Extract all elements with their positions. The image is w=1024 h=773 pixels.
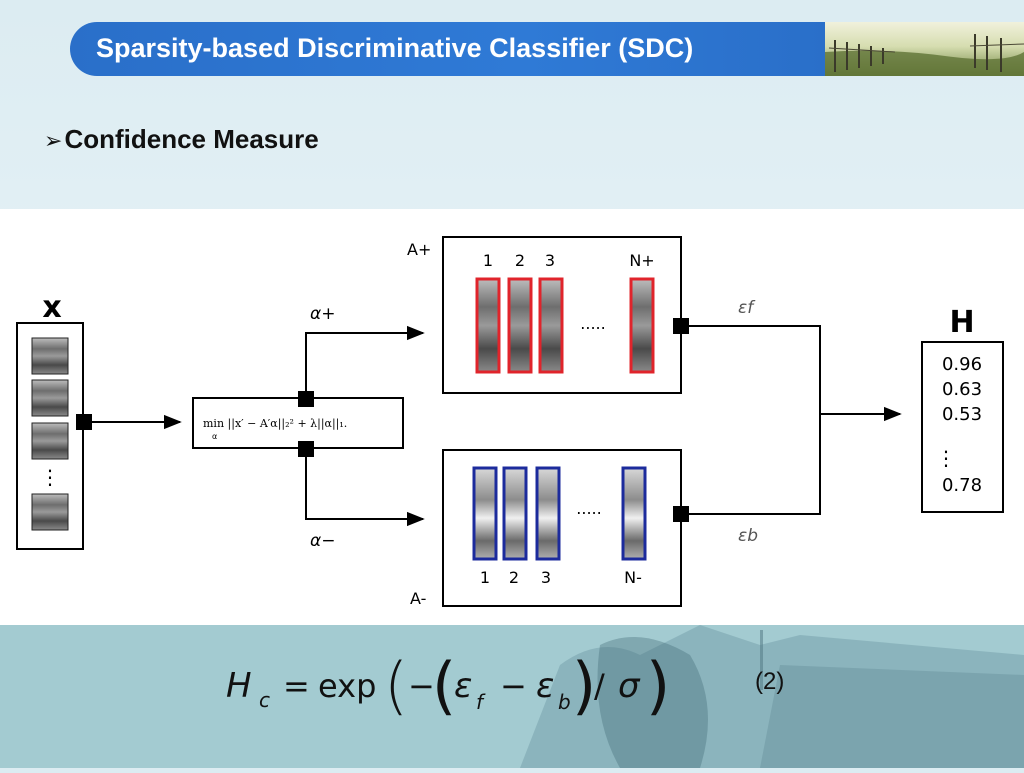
min-subscript: α — [212, 432, 217, 441]
x-input-patches: ⋮ — [31, 337, 69, 531]
a-plus-label: A+ — [407, 240, 431, 259]
x-label: x — [42, 290, 61, 325]
h-value-n: 0.78 — [942, 475, 982, 496]
neg-template-1 — [472, 466, 498, 561]
eps-b-line — [689, 414, 821, 515]
formula-sigma: σ — [618, 666, 641, 706]
pos-dots: ..... — [580, 314, 605, 333]
formula-sub-b: b — [558, 690, 571, 714]
neg-output-node — [673, 506, 689, 522]
neg-index-n: N- — [624, 568, 642, 587]
eps-f-label: εf — [738, 298, 756, 318]
formula-h: H — [226, 666, 252, 706]
pos-index-3: 3 — [545, 251, 555, 270]
pos-template-3 — [538, 277, 564, 374]
input-patch-2 — [31, 379, 69, 417]
formula-minus-2: − — [500, 667, 527, 705]
formula-paren-open-inner: ( — [432, 649, 456, 722]
neg-index-3: 3 — [541, 568, 551, 587]
negative-template-columns — [472, 466, 647, 561]
alpha-plus-label: α+ — [310, 304, 335, 324]
positive-template-columns — [475, 277, 655, 374]
formula-minus: − — [408, 667, 435, 705]
footer-background-photo — [0, 625, 1024, 768]
formula-slash: / — [594, 667, 605, 705]
min-expression: min ||x′ − A′α||₂² + λ||α||₁. — [203, 417, 347, 431]
pos-index-1: 1 — [483, 251, 493, 270]
h-ellipsis: ⋮ — [936, 446, 956, 470]
neg-template-2 — [502, 466, 528, 561]
pos-index-n: N+ — [629, 251, 654, 270]
eps-b-label: εb — [738, 526, 758, 546]
formula-paren-close-outer: ) — [646, 649, 670, 722]
neg-template-3 — [535, 466, 561, 561]
arrow-alpha-minus — [305, 457, 425, 527]
bullet-text: Confidence Measure — [64, 124, 319, 154]
h-value-1: 0.96 — [942, 354, 982, 375]
eps-f-line — [689, 325, 821, 414]
formula-paren-close-inner: ) — [572, 649, 596, 722]
pos-template-1 — [475, 277, 501, 374]
neg-dots: ..... — [576, 499, 601, 518]
input-patch-n — [31, 493, 69, 531]
h-output-box — [921, 341, 1004, 513]
sdc-diagram: x ⋮ min ||x′ − A′α||₂² + λ||α||₁. α α+ α… — [0, 209, 1024, 625]
pos-output-node — [673, 318, 689, 334]
formula-eps-b: ε — [536, 666, 554, 706]
title-bar — [70, 22, 825, 76]
alpha-minus-node — [298, 441, 314, 457]
footer-band — [0, 625, 1024, 768]
neg-index-1: 1 — [480, 568, 490, 587]
bullet-confidence-measure: ➢Confidence Measure — [44, 124, 319, 155]
alpha-minus-label: α− — [310, 531, 335, 551]
neg-template-n — [621, 466, 647, 561]
fence-photo-image — [825, 22, 1024, 76]
x-connector-node — [76, 414, 92, 430]
input-patch-3 — [31, 422, 69, 460]
bullet-arrow-icon: ➢ — [44, 129, 63, 154]
arrow-alpha-plus — [305, 325, 425, 391]
formula-exp: exp — [318, 667, 376, 705]
sdc-diagram-svg: x ⋮ min ||x′ − A′α||₂² + λ||α||₁. α α+ α… — [16, 236, 1004, 608]
formula-eq: = — [283, 667, 310, 705]
formula-h-sub: c — [259, 688, 270, 712]
input-patch-1 — [31, 337, 69, 375]
h-value-2: 0.63 — [942, 379, 982, 400]
slide-title: Sparsity-based Discriminative Classifier… — [96, 33, 694, 63]
formula-area: H c = exp ( − ( ε f − ε b ) / σ ) — [0, 625, 1024, 768]
confidence-formula: H c = exp ( − ( ε f − ε b ) / σ ) — [226, 649, 670, 722]
formula-number: (2) — [755, 668, 785, 695]
formula-eps-f: ε — [454, 666, 472, 706]
title-photo — [825, 22, 1024, 76]
input-ellipsis: ⋮ — [40, 465, 60, 489]
pos-template-n — [629, 277, 655, 374]
pos-template-2 — [507, 277, 533, 374]
h-value-3: 0.53 — [942, 404, 982, 425]
alpha-plus-node — [298, 391, 314, 407]
h-label: H — [949, 305, 974, 340]
a-minus-label: A- — [410, 589, 426, 608]
formula-paren-open-outer: ( — [384, 649, 408, 722]
neg-index-2: 2 — [509, 568, 519, 587]
min-problem-box — [192, 397, 404, 449]
formula-sub-f: f — [476, 690, 486, 714]
pos-index-2: 2 — [515, 251, 525, 270]
